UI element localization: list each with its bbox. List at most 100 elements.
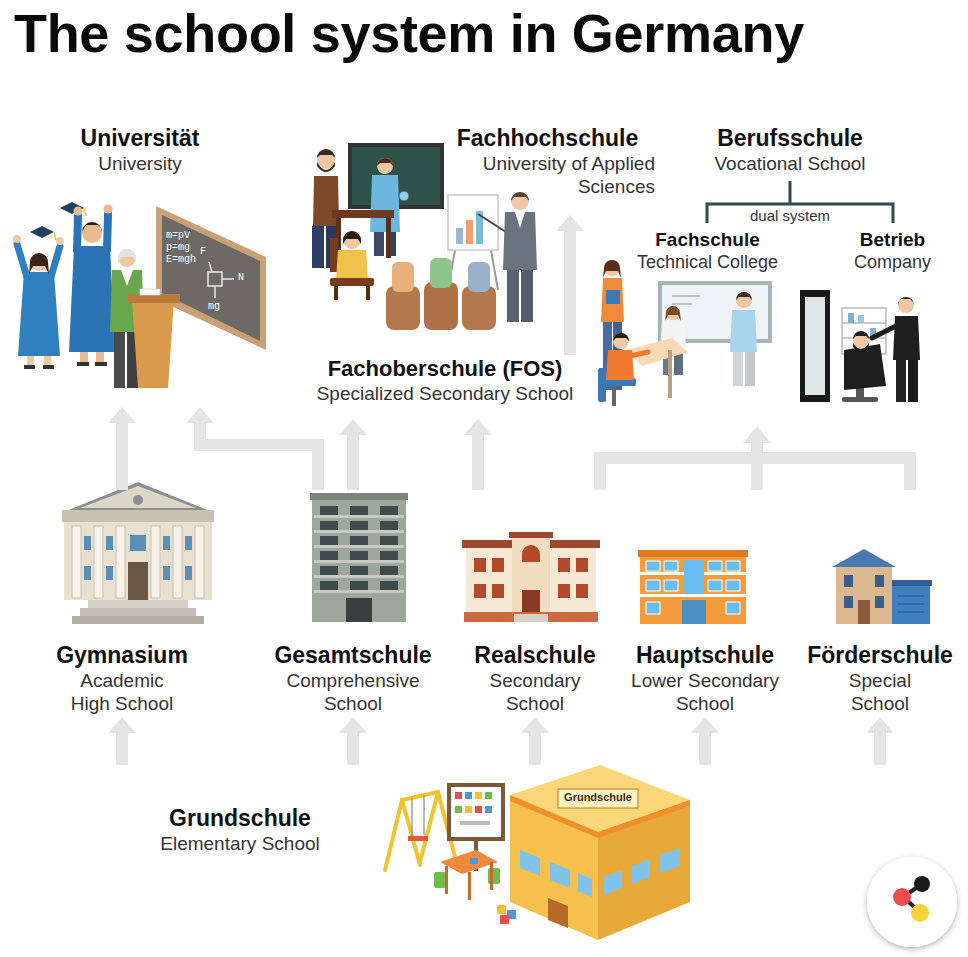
- university-scene-part: [29, 253, 49, 274]
- node-subtitle: Technical College: [637, 251, 778, 273]
- elementary-school-scene-part: [468, 872, 471, 900]
- arrow-head: [691, 717, 719, 733]
- university-scene: [13, 202, 266, 388]
- elementary-school-scene-part-part: [402, 800, 420, 865]
- classroom-scene-part: [736, 292, 752, 300]
- gymnasium-building-part: [106, 536, 113, 550]
- lecture-scene-part: [332, 210, 394, 218]
- elementary-school-scene-part-part: [455, 806, 462, 813]
- progression-arrow: [464, 419, 492, 490]
- logo-part: [914, 876, 930, 892]
- barber-scene: [800, 290, 920, 402]
- school-node: GesamtschuleComprehensive School: [263, 490, 443, 715]
- node-subtitle: Company: [854, 251, 931, 273]
- progression-arrow: [339, 717, 367, 765]
- lecture-scene-part: [466, 220, 473, 244]
- gymnasium-building-part: [84, 536, 91, 550]
- university-scene-part: [132, 300, 174, 388]
- lower-secondary-building-part: [640, 557, 746, 624]
- gymnasium-building-part: [80, 608, 196, 616]
- node-heading: Gymnasium: [56, 642, 188, 669]
- lower-secondary-building-part-part: [726, 602, 740, 614]
- lecture-scene-part: [377, 158, 393, 166]
- elementary-school-scene-part-part: [475, 806, 482, 813]
- arrow-head: [743, 427, 771, 443]
- gymnasium-building-part: [163, 566, 170, 580]
- classroom-scene-part: [601, 278, 624, 322]
- barber-scene-part: [805, 297, 825, 395]
- university-scene-part: [118, 249, 136, 263]
- elementary-school-scene-part: [408, 836, 428, 841]
- lecture-scene-part: [521, 268, 533, 322]
- logo: [867, 857, 957, 947]
- logo-part: [893, 888, 911, 906]
- gymnasium-building-part: [195, 526, 204, 598]
- school-node: GymnasiumAcademic High School: [37, 490, 207, 715]
- gymnasium-building-part: [94, 526, 103, 598]
- node-heading: Gesamtschule: [274, 642, 431, 669]
- lower-secondary-building-part-part: [708, 561, 722, 571]
- elementary-school-scene-part: [520, 848, 680, 897]
- comprehensive-building-part-part: [350, 566, 368, 575]
- vocational-school-node: BerufsschuleVocational SchoolFachschuleT…: [620, 125, 960, 425]
- lower-secondary-building-part: [638, 550, 748, 557]
- gymnasium-building-part: [88, 600, 188, 608]
- arrow-head: [556, 215, 584, 231]
- elementary-school-scene-part-part: [420, 792, 438, 862]
- secondary-building-part: [576, 558, 588, 572]
- elementary-school-scene-part-part: [460, 821, 490, 825]
- arrow-head: [521, 717, 549, 733]
- node-subtitle: Comprehensive School: [273, 669, 433, 715]
- node-subtitle: University: [98, 152, 181, 175]
- elementary-school-scene-part: [548, 898, 568, 928]
- secondary-building-part: [474, 584, 486, 598]
- university-scene-part: [82, 222, 102, 232]
- lecture-scene-part: [312, 224, 324, 268]
- classroom-scene-part: [672, 295, 700, 297]
- special-school-building-part: [892, 586, 930, 624]
- university-scene-part: [30, 226, 54, 238]
- node-heading: Berufsschule: [717, 125, 863, 152]
- classroom-scene-part: [668, 350, 672, 398]
- gymnasium-building-part: [185, 536, 192, 550]
- node-subtitle: Vocational School: [714, 152, 865, 175]
- barber-scene-part: [853, 343, 869, 351]
- lower-secondary-building-part-part: [646, 561, 660, 571]
- comprehensive-building-part-part: [314, 515, 404, 518]
- elementary-school-scene-part: [445, 866, 448, 894]
- special-school-building-part: [832, 549, 896, 567]
- elementary-school-scene-part-part: [520, 850, 540, 876]
- arrow-line: [472, 433, 484, 490]
- lecture-scene-part: [317, 149, 335, 158]
- lecture-scene-part: [386, 218, 391, 258]
- diagram-title: The school system in Germany: [14, 2, 804, 64]
- secondary-building-part: [558, 558, 570, 572]
- lecture-scene-part: [370, 175, 400, 232]
- university-scene-part: [74, 207, 83, 216]
- barber-scene-part: [848, 313, 854, 323]
- classroom-scene-part: [630, 352, 648, 356]
- lecture-scene-part-part: [430, 258, 452, 288]
- elementary-school-scene-part: [558, 789, 638, 808]
- lower-secondary-building-part-part: [664, 561, 678, 571]
- formula: E=mgh: [166, 254, 196, 266]
- fos-node: Fachoberschule (FOS)Specialized Secondar…: [290, 355, 600, 417]
- special-school-building-part: [844, 596, 853, 608]
- progression-arrow: [186, 407, 318, 490]
- classroom-scene-part: [613, 333, 629, 349]
- arrow-line: [347, 731, 359, 765]
- lecture-scene-part: [515, 212, 525, 228]
- gymnasium-building-part: [173, 526, 182, 598]
- classroom-scene-part: [665, 306, 681, 321]
- node-subtitle: University of Applied Sciences: [440, 152, 655, 198]
- progression-arrow: [556, 215, 584, 355]
- barber-scene-part: [844, 344, 886, 390]
- lecture-scene-part: [507, 268, 519, 322]
- comprehensive-building-part-part: [350, 506, 368, 515]
- classroom-scene-part: [666, 306, 680, 320]
- barber-scene-part: [898, 297, 914, 305]
- arrow-head: [743, 427, 771, 443]
- elementary-school-scene-part-part: [465, 806, 472, 813]
- secondary-building-part: [509, 532, 553, 538]
- comprehensive-building-part: [314, 515, 404, 593]
